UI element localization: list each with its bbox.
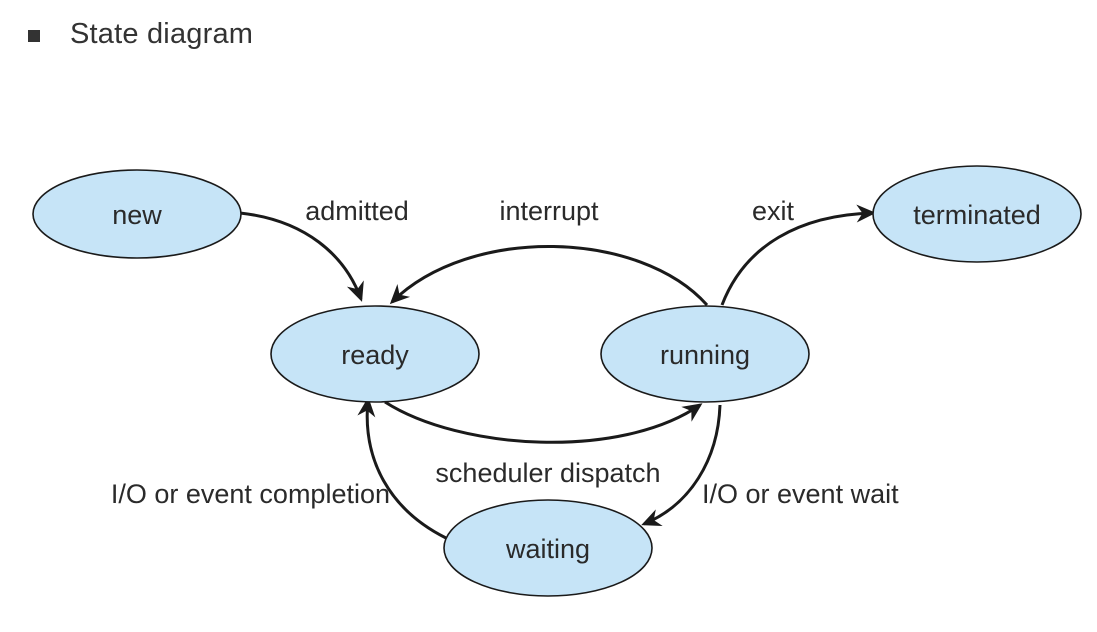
state-new-label: new	[112, 200, 162, 230]
state-running: running	[600, 305, 810, 403]
state-terminated-label: terminated	[913, 200, 1041, 230]
scheduler-dispatch-edge	[384, 400, 703, 444]
state-ready-label: ready	[341, 340, 409, 370]
heading-text: State diagram	[70, 18, 254, 50]
io-event-wait-edge	[641, 404, 722, 527]
state-new: new	[32, 169, 242, 259]
square-bullet-icon	[28, 29, 40, 42]
admitted-label: admitted	[305, 196, 409, 226]
state-terminated: terminated	[872, 165, 1082, 263]
state-ready: ready	[270, 305, 480, 403]
state-running-label: running	[660, 340, 750, 370]
state-waiting-label: waiting	[505, 534, 590, 564]
state-waiting: waiting	[443, 499, 653, 597]
slide-heading: State diagram	[28, 18, 253, 51]
io-event-completion-label: I/O or event completion	[111, 479, 390, 509]
interrupt-label: interrupt	[499, 196, 599, 226]
interrupt-edge	[389, 245, 709, 307]
exit-label: exit	[752, 196, 795, 226]
exit-edge	[720, 204, 876, 306]
io-event-wait-label: I/O or event wait	[702, 479, 899, 509]
admitted-edge	[239, 211, 364, 302]
io-event-completion-edge	[357, 397, 447, 540]
scheduler-dispatch-label: scheduler dispatch	[435, 458, 660, 488]
